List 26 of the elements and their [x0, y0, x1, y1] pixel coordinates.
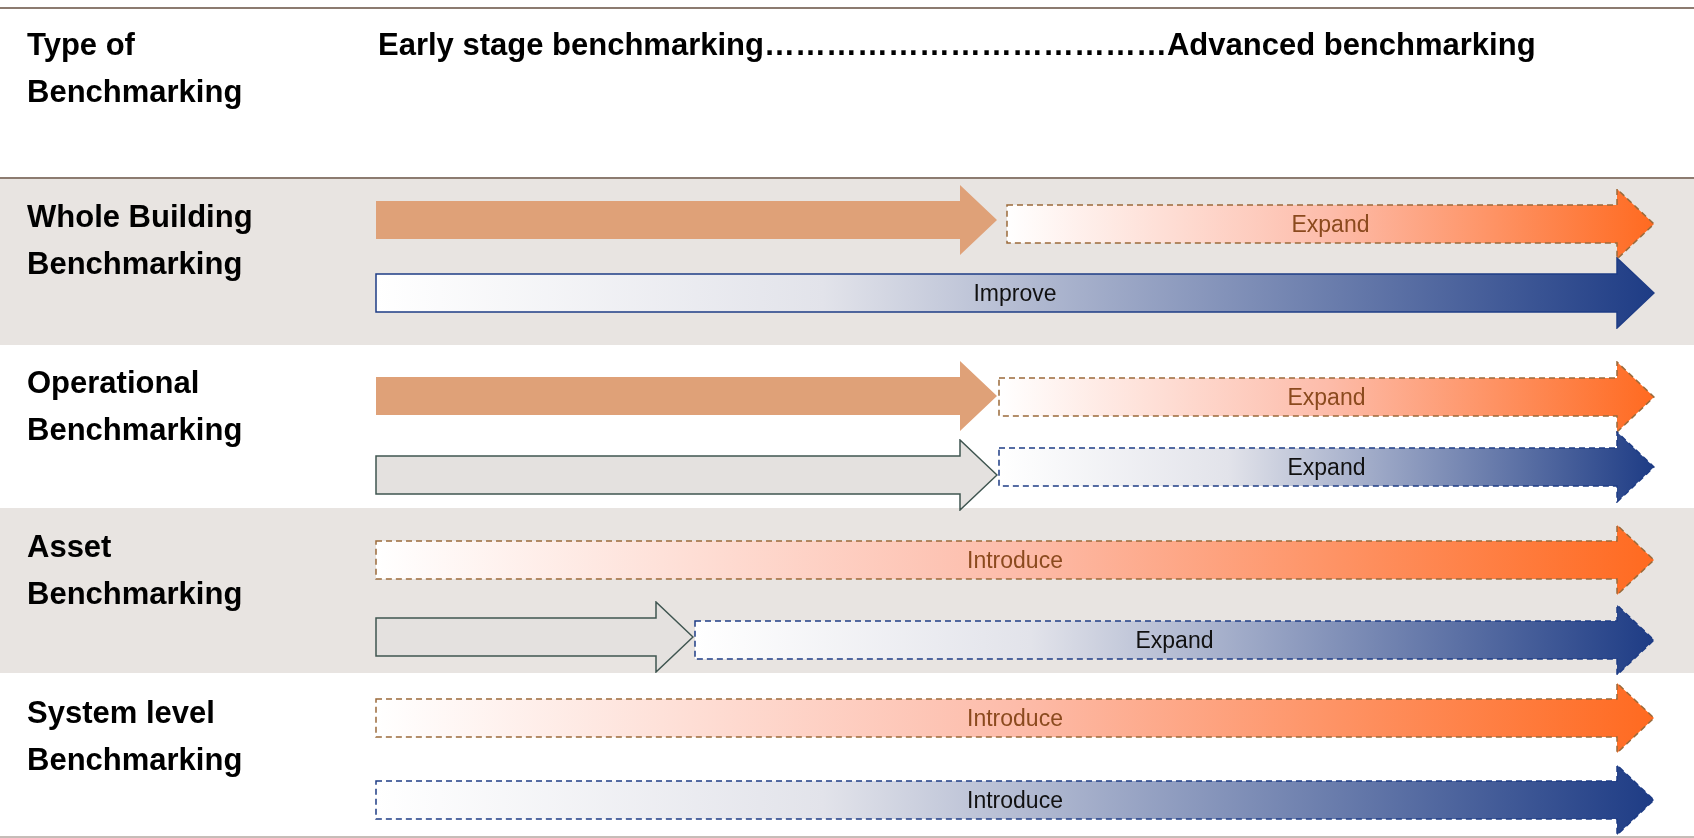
arrow-label: Expand [1287, 455, 1366, 479]
arrow-shape [375, 257, 1655, 329]
arrow-label: Introduce [967, 548, 1063, 572]
arrow-shape [375, 524, 1655, 596]
arrow-shape [694, 604, 1655, 676]
arrow-label: Introduce [967, 706, 1063, 730]
arrow-shape [998, 361, 1655, 433]
arrow-label: Expand [1135, 628, 1214, 652]
arrow-shape [1006, 188, 1655, 260]
arrow-shape [998, 431, 1655, 503]
arrow-shape [375, 601, 694, 673]
arrow-label: Improve [973, 281, 1057, 305]
arrow-shape [375, 682, 1655, 754]
arrow-shape [375, 360, 998, 432]
arrow-label: Expand [1287, 385, 1366, 409]
row-label: Whole Building Benchmarking [27, 198, 254, 283]
row-label: Asset Benchmarking [27, 528, 244, 613]
arrow-shape [375, 439, 998, 511]
row-label: System level Benchmarking [27, 694, 244, 779]
arrow-shape [375, 184, 998, 256]
column-heading: Type of Benchmarking [27, 26, 244, 111]
arrow-label: Expand [1291, 212, 1370, 236]
row-label: Operational Benchmarking [27, 364, 244, 449]
arrow-label: Introduce [967, 788, 1063, 812]
scale-heading: Early stage benchmarking…………………………………Advanced benchmarking [378, 26, 1536, 64]
arrow-shape [375, 764, 1655, 836]
